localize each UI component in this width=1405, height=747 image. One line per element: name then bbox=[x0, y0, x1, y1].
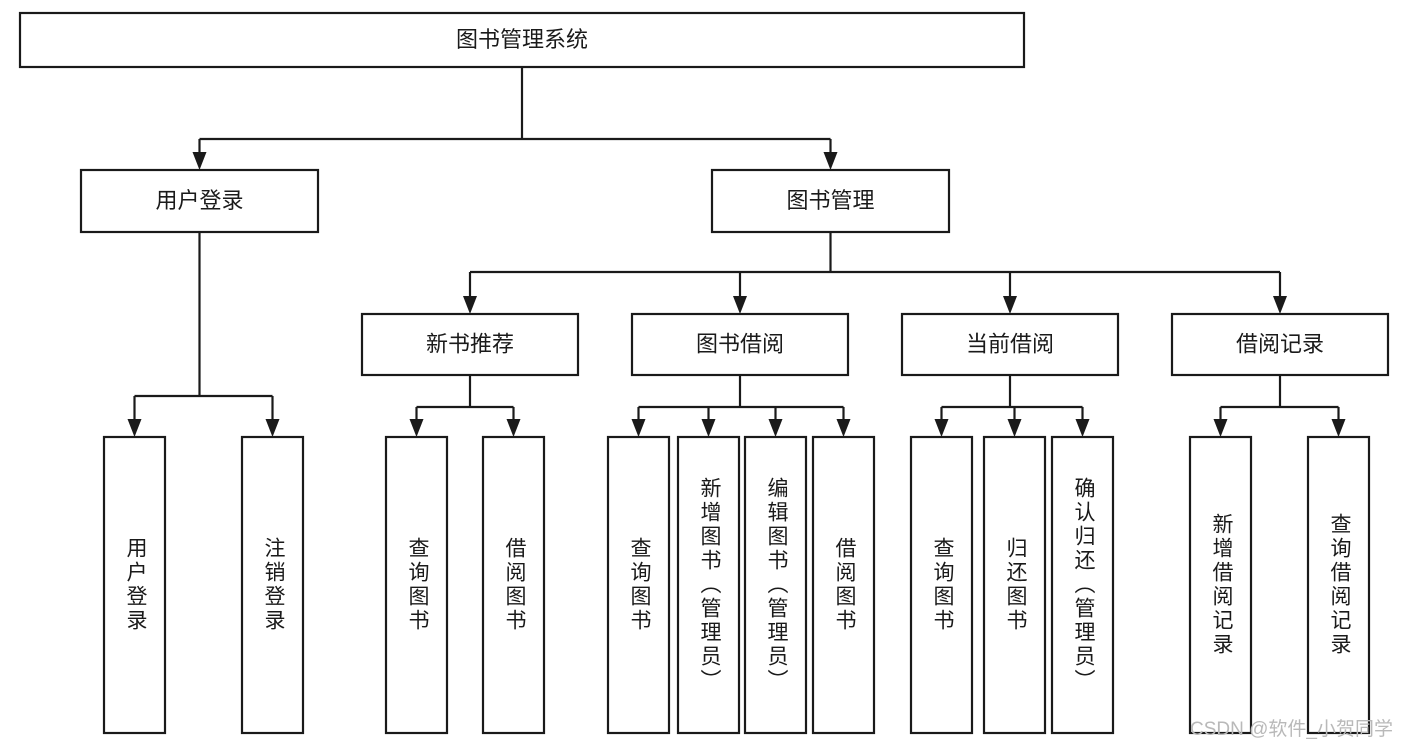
arrowhead-icon bbox=[631, 419, 646, 437]
arrowhead-icon bbox=[1213, 419, 1228, 437]
node-label: 注销登录 bbox=[262, 537, 286, 633]
node-box bbox=[102, 435, 167, 735]
arrowhead-icon bbox=[733, 296, 747, 314]
node-box bbox=[481, 435, 546, 735]
node-leaf-return-book[interactable]: 归还图书 bbox=[982, 435, 1047, 735]
node-label: 归还图书 bbox=[1004, 537, 1028, 633]
node-box bbox=[240, 435, 305, 735]
arrowhead-icon bbox=[506, 419, 521, 437]
node-label: 新增图书（管理员） bbox=[698, 477, 722, 693]
arrowhead-icon bbox=[1273, 296, 1287, 314]
node-box bbox=[18, 11, 1026, 69]
node-box bbox=[811, 435, 876, 735]
node-label: 借阅图书 bbox=[833, 537, 857, 633]
arrowhead-icon bbox=[934, 419, 949, 437]
node-leaf-add-record[interactable]: 新增借阅记录 bbox=[1188, 435, 1253, 735]
arrowhead-icon bbox=[463, 296, 477, 314]
node-label: 查询图书 bbox=[628, 537, 652, 633]
node-label: 查询借阅记录 bbox=[1328, 513, 1352, 657]
node-leaf-confirm-return[interactable]: 确认归还（管理员） bbox=[1050, 435, 1115, 735]
node-leaf-borrow-book-2[interactable]: 借阅图书 bbox=[811, 435, 876, 735]
arrowhead-icon bbox=[1331, 419, 1346, 437]
node-box bbox=[909, 435, 974, 735]
arrowhead-icon bbox=[265, 419, 280, 437]
node-label: 新书推荐 bbox=[426, 331, 514, 356]
arrowhead-icon bbox=[1003, 296, 1017, 314]
node-borrow-record[interactable]: 借阅记录 bbox=[1170, 312, 1390, 377]
arrowhead-icon bbox=[192, 152, 207, 170]
node-label: 用户登录 bbox=[124, 537, 148, 633]
node-box bbox=[79, 168, 320, 234]
connector-layer bbox=[127, 67, 1346, 437]
node-box bbox=[1050, 435, 1115, 735]
node-label: 确认归还（管理员） bbox=[1072, 477, 1096, 693]
node-box bbox=[900, 312, 1120, 377]
node-box bbox=[630, 312, 850, 377]
node-label: 借阅记录 bbox=[1236, 331, 1324, 356]
node-leaf-query-book-3[interactable]: 查询图书 bbox=[909, 435, 974, 735]
node-label: 查询图书 bbox=[931, 537, 955, 633]
arrowhead-icon bbox=[701, 419, 716, 437]
arrowhead-icon bbox=[1007, 419, 1022, 437]
node-leaf-query-book-1[interactable]: 查询图书 bbox=[384, 435, 449, 735]
node-new-book-recommend[interactable]: 新书推荐 bbox=[360, 312, 580, 377]
arrowhead-icon bbox=[409, 419, 424, 437]
node-root[interactable]: 图书管理系统 bbox=[18, 11, 1026, 69]
node-box bbox=[1306, 435, 1371, 735]
node-leaf-logout[interactable]: 注销登录 bbox=[240, 435, 305, 735]
node-user-login[interactable]: 用户登录 bbox=[79, 168, 320, 234]
node-label: 用户登录 bbox=[155, 188, 243, 213]
node-box bbox=[1188, 435, 1253, 735]
arrowhead-icon bbox=[1075, 419, 1090, 437]
node-label: 新增借阅记录 bbox=[1210, 513, 1234, 657]
arrowhead-icon bbox=[768, 419, 783, 437]
node-box bbox=[360, 312, 580, 377]
node-layer: 图书管理系统用户登录图书管理新书推荐图书借阅当前借阅借阅记录用户登录注销登录查询… bbox=[18, 11, 1390, 735]
node-leaf-add-book[interactable]: 新增图书（管理员） bbox=[676, 435, 741, 735]
arrowhead-icon bbox=[836, 419, 851, 437]
node-leaf-borrow-book-1[interactable]: 借阅图书 bbox=[481, 435, 546, 735]
node-current-borrow[interactable]: 当前借阅 bbox=[900, 312, 1120, 377]
node-box bbox=[606, 435, 671, 735]
node-book-management[interactable]: 图书管理 bbox=[710, 168, 951, 234]
node-label: 图书管理系统 bbox=[456, 27, 588, 52]
node-box bbox=[1170, 312, 1390, 377]
node-box bbox=[743, 435, 808, 735]
node-label: 当前借阅 bbox=[966, 331, 1054, 356]
node-box bbox=[384, 435, 449, 735]
node-leaf-edit-book[interactable]: 编辑图书（管理员） bbox=[743, 435, 808, 735]
node-leaf-query-record[interactable]: 查询借阅记录 bbox=[1306, 435, 1371, 735]
node-label: 借阅图书 bbox=[503, 537, 527, 633]
node-leaf-query-book-2[interactable]: 查询图书 bbox=[606, 435, 671, 735]
node-leaf-user-login[interactable]: 用户登录 bbox=[102, 435, 167, 735]
node-box bbox=[982, 435, 1047, 735]
node-box bbox=[710, 168, 951, 234]
arrowhead-icon bbox=[823, 152, 838, 170]
node-label: 查询图书 bbox=[406, 537, 430, 633]
node-label: 编辑图书（管理员） bbox=[765, 477, 789, 693]
arrowhead-icon bbox=[127, 419, 142, 437]
node-book-borrow[interactable]: 图书借阅 bbox=[630, 312, 850, 377]
node-label: 图书管理 bbox=[786, 188, 874, 213]
node-label: 图书借阅 bbox=[696, 331, 784, 356]
node-box bbox=[676, 435, 741, 735]
